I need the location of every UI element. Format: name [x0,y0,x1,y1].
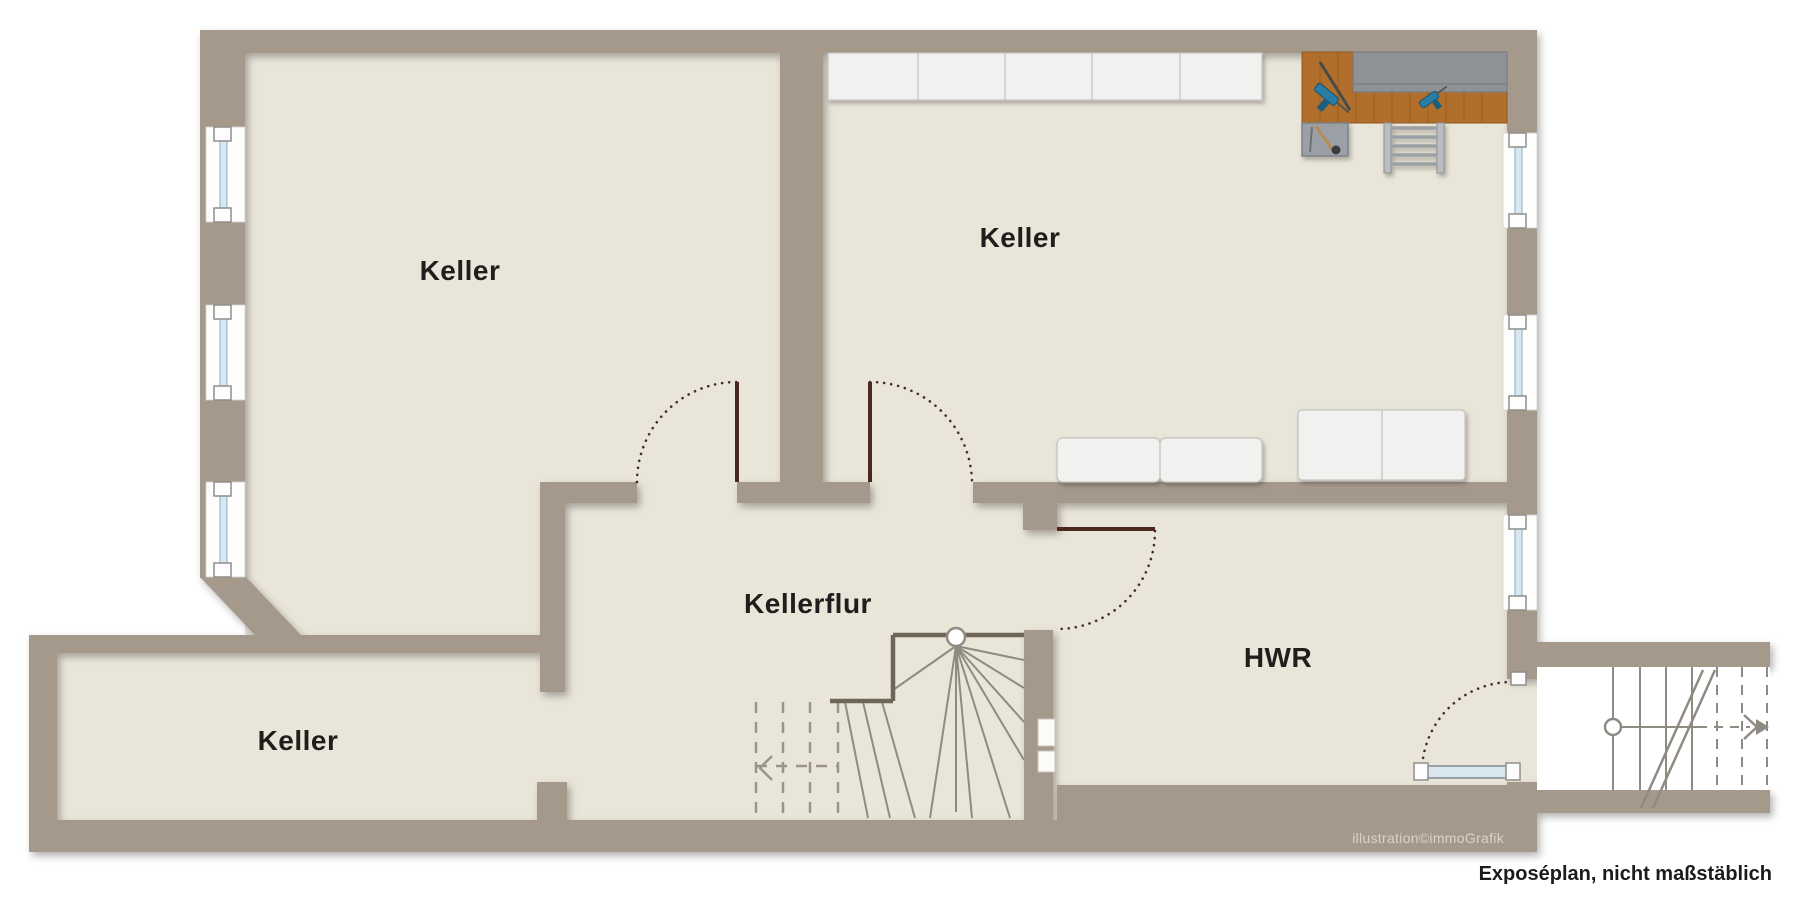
wall-ext-stair-bottom [1532,790,1770,813]
wall-mid-horizontal-c [973,482,1537,503]
door-hwr [1055,527,1157,631]
wall-bottom-hwr [1057,785,1537,852]
stair-newel-post [1603,717,1623,737]
drill-icon [1313,82,1350,114]
staircase-exterior [1537,667,1770,809]
wall-bottomleft-room-left [29,635,57,852]
window-icon [1502,132,1538,229]
room-label-keller-bottom-left: Keller [258,725,339,756]
room-label-hwr: HWR [1244,642,1312,673]
tool-shelf [1301,122,1349,157]
door-swing-arc [1055,529,1157,631]
wall-kellerflur-west-stub [537,782,567,824]
room-label-kellerflur: Kellerflur [744,588,872,619]
clamp-icon [1318,61,1352,111]
storage-boxes [1056,409,1466,483]
wall-diagonal [200,577,316,651]
stair-direction-arrow [758,755,773,781]
drill-icon [1418,85,1448,110]
wall-niche [1037,718,1056,747]
door-swing-arc [635,380,739,484]
wall-niche [1037,750,1056,773]
wall-hwr-door-stub [1023,500,1057,530]
stair-direction-arrow [1756,719,1769,735]
wall-mid-horizontal-a [540,482,637,503]
window-icon [1502,314,1538,411]
room-keller-top-left-annex [245,482,565,650]
window-icon [205,126,246,223]
window-icon [1502,514,1538,611]
hammer-icon [1314,125,1336,153]
staircase-interior [754,626,1025,819]
disclaimer-text: Exposéplan, nicht maßstäblich [1479,863,1772,885]
door-leaf [735,382,739,482]
windows [205,126,1538,611]
room-keller-bottom-left [45,640,560,840]
wall-bottomleft-room-top [29,635,540,653]
work-mat [1352,51,1508,93]
furniture [827,51,1508,483]
room-kellerflur [545,490,1060,840]
doors [635,380,1527,781]
door-leaf [1419,765,1513,779]
room-label-keller-top-left: Keller [420,255,501,286]
workbench [1301,51,1508,124]
floors [45,40,1540,840]
stair-newel-post [945,626,967,648]
door-leaf [1057,527,1155,531]
door-top-left [635,380,739,484]
door-swing-arc [868,380,974,484]
ladder-icon [1383,122,1445,174]
credit-text: illustration©immoGrafik [1352,830,1505,846]
door-leaf [868,382,872,482]
cabinet-row [827,52,1263,101]
window-icon [205,481,246,578]
wall-top [200,30,1537,53]
door-top-right [868,380,974,484]
wall-ext-stair-top [1532,642,1770,667]
door-exterior [1413,671,1527,781]
wall-kellerflur-west [540,482,565,692]
room-hwr [1040,490,1525,840]
door-swing-arc [1420,680,1514,774]
window-icon [205,304,246,401]
room-keller-top-left [220,40,800,503]
wall-bottom-left-band [29,820,1057,852]
wall-middle-vertical [780,30,823,503]
room-label-keller-top-right: Keller [980,222,1061,253]
